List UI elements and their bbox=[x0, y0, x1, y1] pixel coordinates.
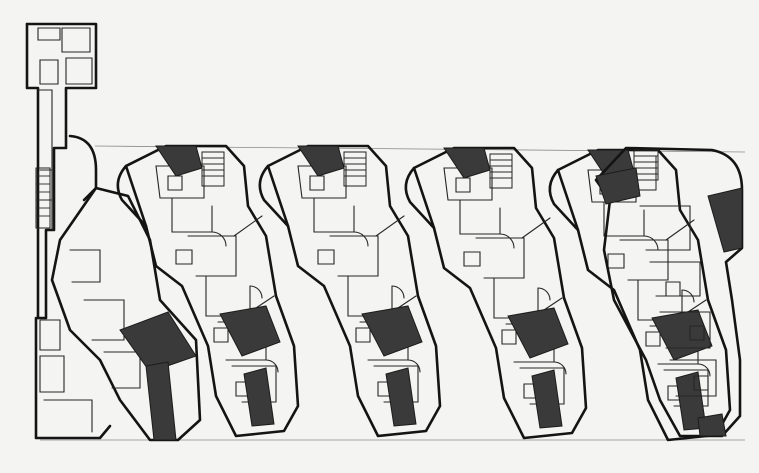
block-3 bbox=[404, 146, 588, 440]
end-tower-lower-rooms bbox=[39, 319, 93, 433]
end-tower-stair bbox=[35, 167, 51, 229]
block-0-wedge bbox=[50, 186, 202, 442]
block-5 bbox=[594, 146, 744, 438]
end-tower-rooms bbox=[37, 27, 93, 85]
block-1 bbox=[116, 144, 300, 438]
end-tower bbox=[25, 22, 112, 440]
end-tower-outline bbox=[25, 22, 112, 440]
end-tower-curved-wall bbox=[68, 134, 98, 202]
block-2 bbox=[258, 144, 442, 438]
end-tower-west-wall bbox=[25, 22, 40, 320]
